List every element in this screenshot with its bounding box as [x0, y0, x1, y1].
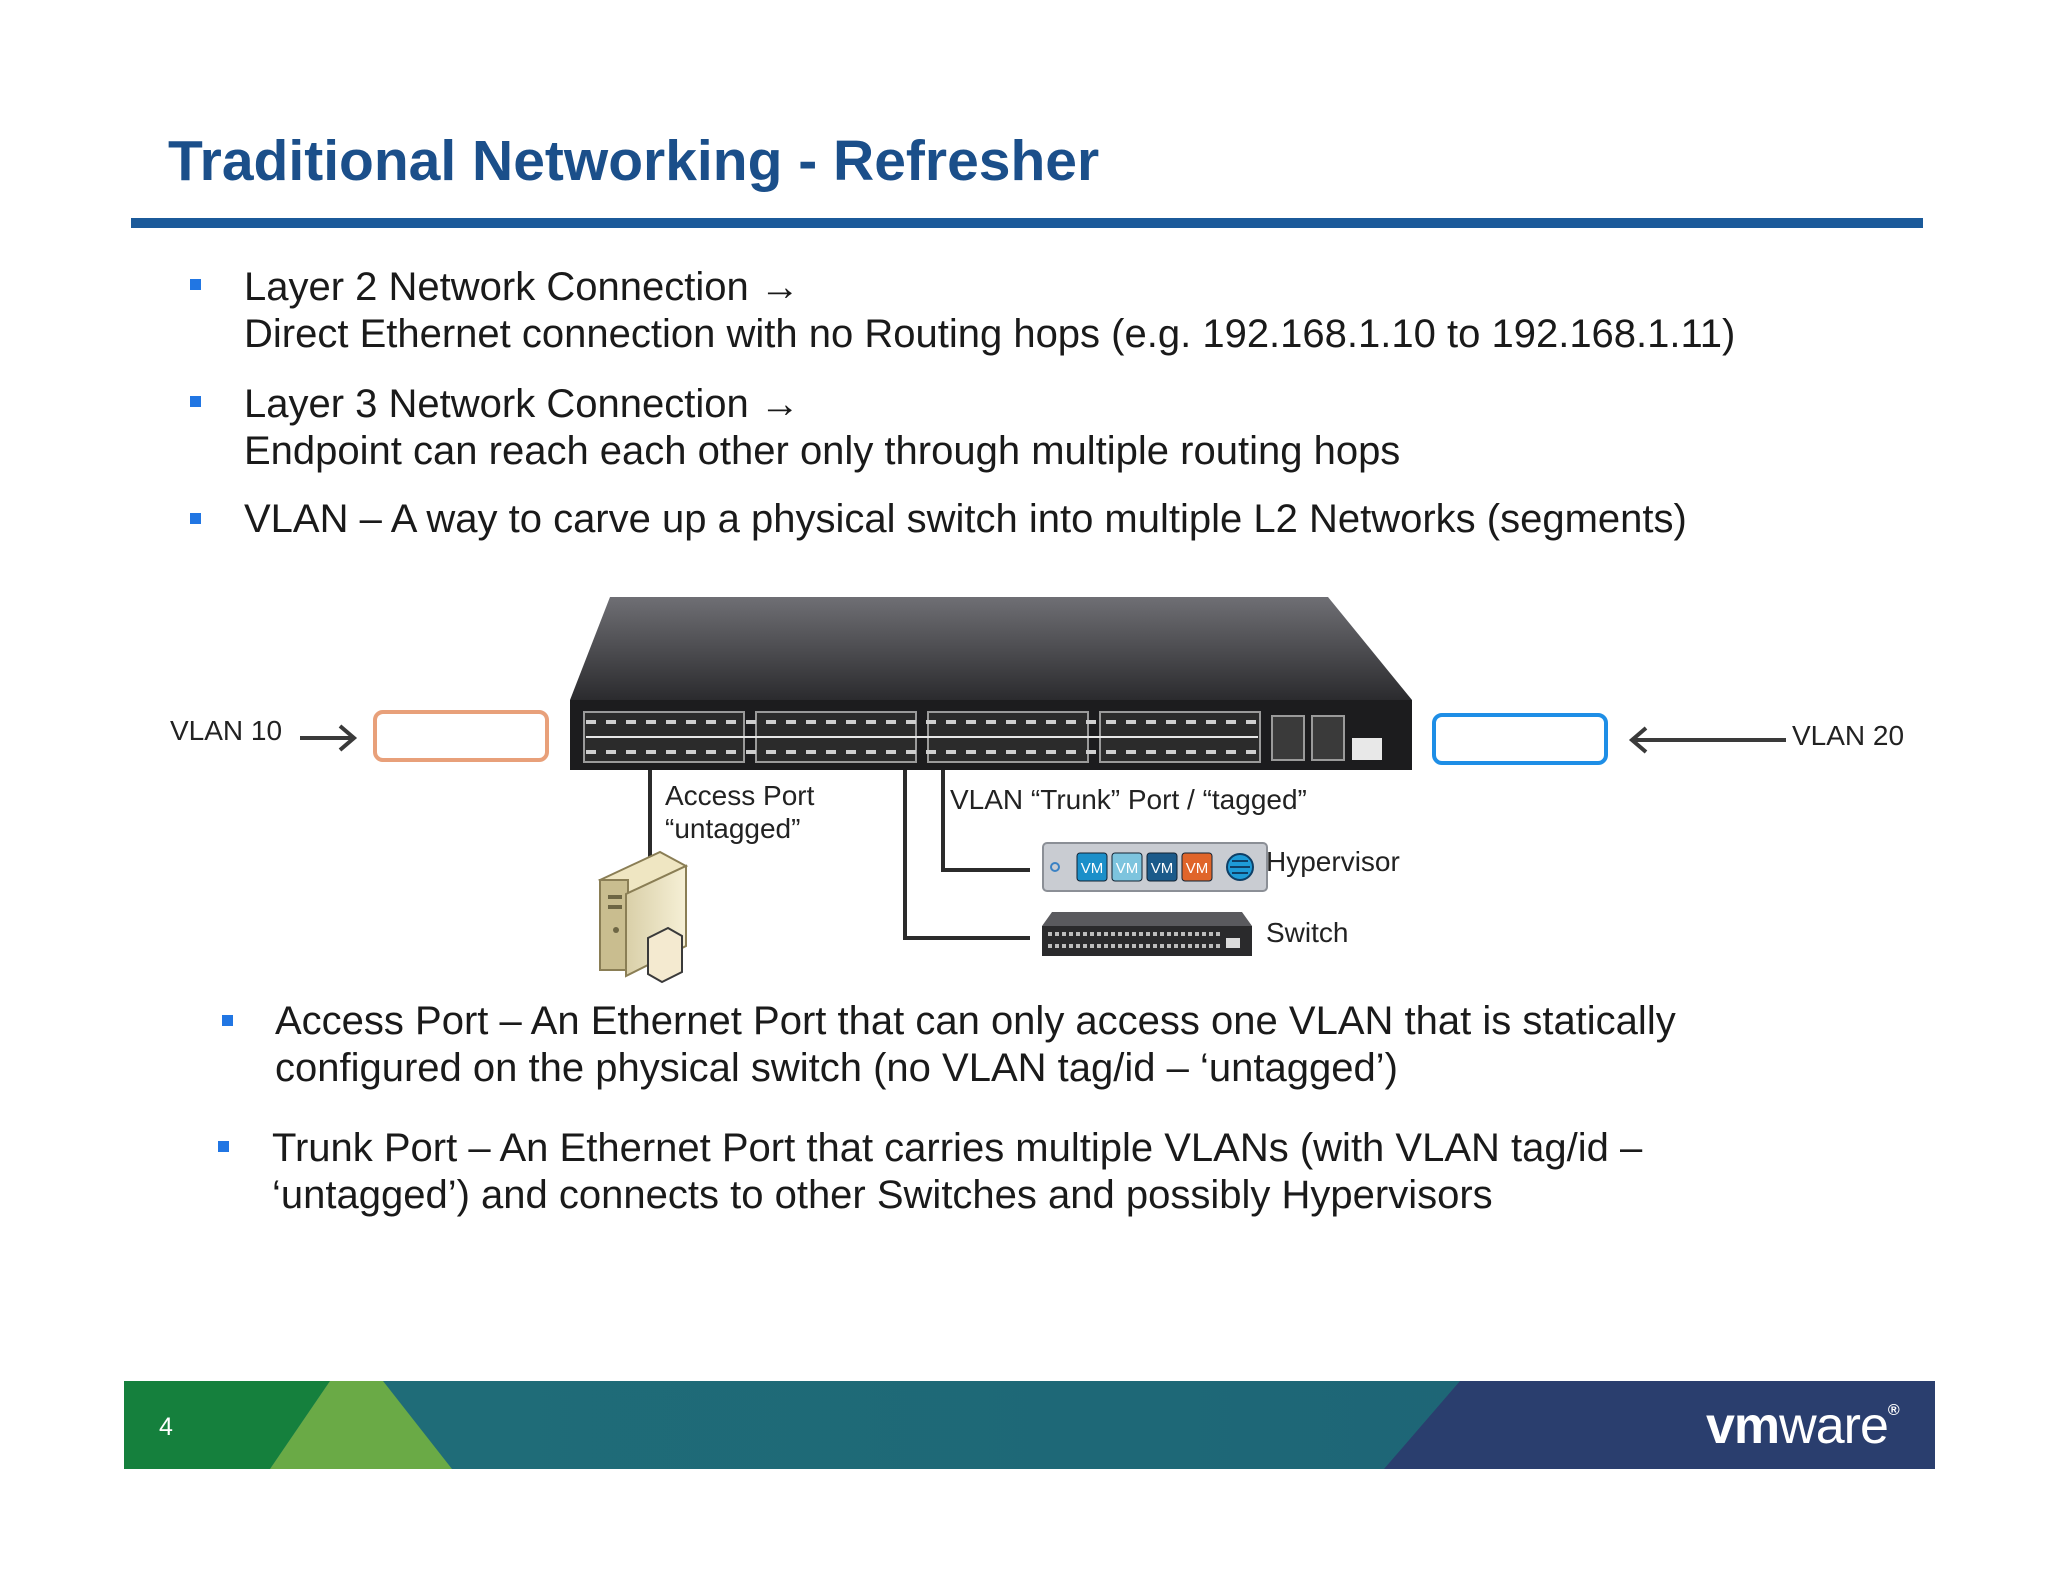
vlan10-label: VLAN 10 — [170, 715, 283, 746]
server-icon — [597, 850, 689, 984]
vlan10-arrow-icon — [300, 724, 358, 752]
slide-title: Traditional Networking - Refresher — [168, 129, 1100, 193]
bullet-vlan: VLAN – A way to carve up a physical swit… — [244, 497, 1687, 541]
bullet-marker — [190, 279, 201, 290]
logo-registered: ® — [1887, 1402, 1900, 1419]
vlan20-arrow-icon — [1628, 726, 1786, 754]
trunk-port-label: VLAN “Trunk” Port / “tagged” — [950, 784, 1307, 815]
small-switch-image — [1042, 912, 1252, 956]
switch-label: Switch — [1266, 917, 1349, 948]
bullet-marker — [190, 513, 201, 524]
bullet-access-port-line1: Access Port – An Ethernet Port that can … — [275, 999, 1676, 1043]
vm-chip-label: VM — [1186, 860, 1209, 877]
bullet-marker — [190, 396, 201, 407]
vm-chip — [1076, 852, 1108, 882]
hypervisor-label: Hypervisor — [1266, 846, 1400, 877]
page-number: 4 — [159, 1413, 173, 1441]
bullet-layer3-title: Layer 3 Network Connection → — [244, 382, 800, 426]
bullet-layer2-title: Layer 2 Network Connection → — [244, 265, 800, 309]
vlan20-label: VLAN 20 — [1792, 720, 1905, 751]
bullet-trunk-port-line1: Trunk Port – An Ethernet Port that carri… — [272, 1126, 1643, 1170]
vlan20-box — [1432, 713, 1608, 765]
bullet-access-port-line2: configured on the physical switch (no VL… — [275, 1046, 1398, 1090]
hypervisor-logo-icon — [1226, 853, 1254, 881]
logo-vm: vm — [1706, 1397, 1780, 1455]
access-port-untagged-label: “untagged” — [665, 813, 801, 844]
logo-ware: ware — [1779, 1397, 1889, 1455]
bullet-marker — [222, 1015, 233, 1026]
bullet-layer3-detail: Endpoint can reach each other only throu… — [244, 429, 1401, 473]
title-rule — [131, 218, 1923, 228]
vm-chip — [1181, 852, 1213, 882]
vm-chip-label: VM — [1081, 860, 1104, 877]
footer-bar — [124, 1381, 1935, 1469]
vm-chip — [1111, 852, 1143, 882]
vlan10-box — [373, 710, 549, 762]
access-port-label: Access Port — [665, 780, 815, 811]
bullet-layer2-detail: Direct Ethernet connection with no Routi… — [244, 312, 1736, 356]
physical-switch-image — [570, 597, 1412, 770]
vm-chip-label: VM — [1151, 860, 1174, 877]
vm-chip — [1146, 852, 1178, 882]
vmware-logo: vmware® — [1706, 1396, 1900, 1456]
vm-chip-label: VM — [1116, 860, 1139, 877]
connector-lines — [648, 770, 1030, 940]
bullet-trunk-port-line2: ‘untagged’) and connects to other Switch… — [272, 1173, 1493, 1217]
bullet-marker — [218, 1141, 229, 1152]
